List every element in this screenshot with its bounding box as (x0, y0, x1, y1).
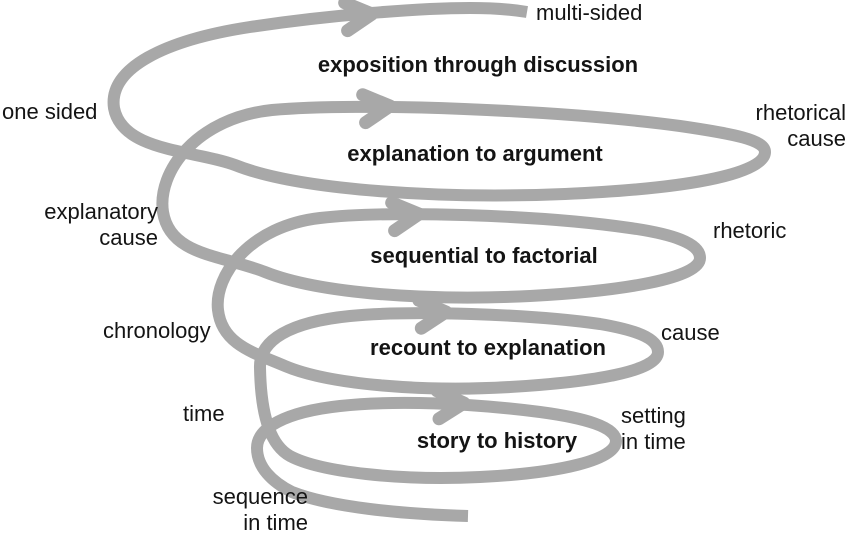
arrowhead-icon-stage1 (430, 384, 471, 426)
left-label-chronology: chronology (103, 318, 211, 343)
stage-label-sequential-to-factorial: sequential to factorial (370, 243, 598, 268)
stage-label-story-to-history: story to history (416, 428, 578, 453)
right-label-rhetorical-cause: rhetorical cause (755, 100, 846, 152)
stage-label-recount-to-explanation: recount to explanation (370, 335, 606, 360)
stage-label-exposition-through-discussion: exposition through discussion (317, 52, 639, 77)
right-label-rhetoric: rhetoric (713, 218, 787, 243)
left-label-explanatory-cause: explanatory cause (44, 199, 158, 251)
arrowhead-icon-stage2 (412, 293, 453, 335)
left-label-time: time (183, 401, 225, 426)
end-label-multi-sided: multi-sided (536, 0, 643, 25)
left-label-one-sided: one sided (2, 99, 98, 124)
arrowhead-icon-stage4 (356, 88, 397, 130)
right-label-setting-in-time: setting in time (621, 403, 686, 455)
right-label-cause: cause (661, 320, 720, 345)
stage-label-explanation-to-argument: explanation to argument (347, 141, 603, 166)
arrowhead-icon-stage5 (338, 0, 379, 38)
arrowhead-icon-stage3 (385, 196, 426, 238)
spiral-arrowheads (338, 0, 471, 426)
origin-label-sequence-in-time: sequence in time (212, 484, 308, 536)
spiral-path (107, 2, 771, 522)
